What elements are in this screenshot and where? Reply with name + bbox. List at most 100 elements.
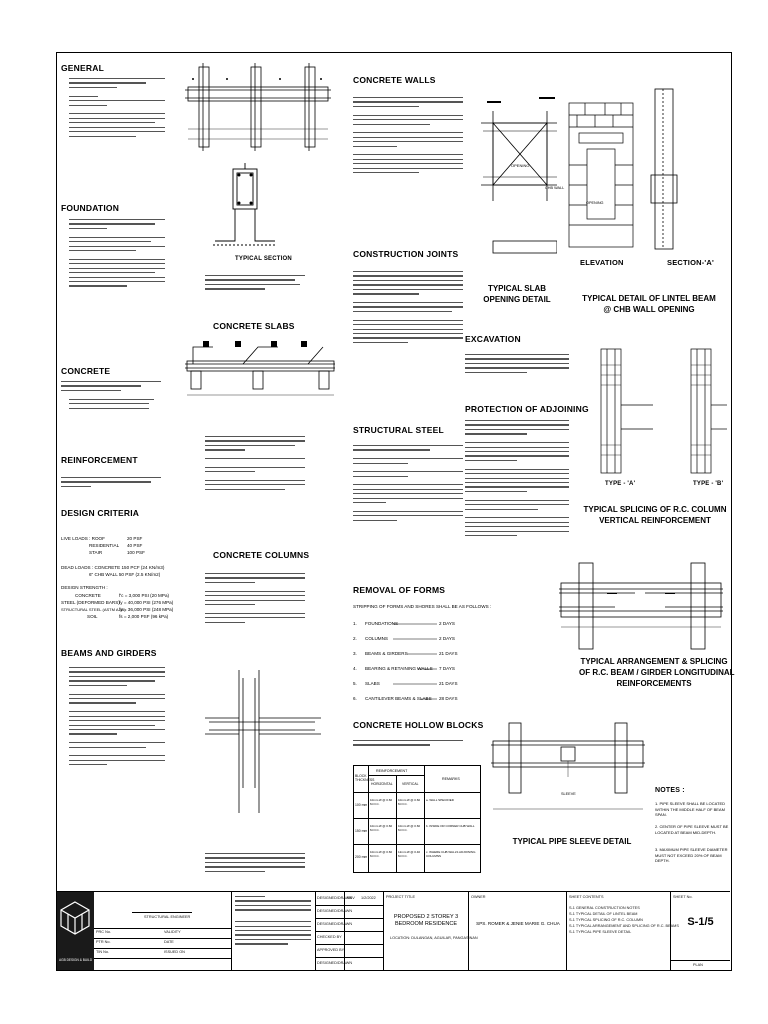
title-typical-section: TYPICAL SECTION	[235, 256, 292, 262]
engineer-cell: STRUCTURAL ENGINEER PRC No. PTR No. TIN …	[94, 892, 232, 970]
beams-notes-text	[69, 667, 165, 769]
lintel-section-drawing	[650, 88, 678, 250]
forms-leader-lines	[393, 623, 437, 700]
sheet-number-cell: SHEET No. S-1/5 PLAN	[671, 892, 730, 970]
project-location: LOCATION: DULANGAN, AGUILAR, PANGASINAN	[390, 936, 478, 940]
forms-days: 21 DAYS	[439, 651, 458, 656]
chb-row-t: 100 mm	[355, 803, 368, 807]
plan-label: PLAN	[693, 963, 703, 967]
forms-num: 3.	[353, 651, 357, 656]
title-column-splicing: TYPICAL SPLICING OF R.C. COLUMN VERTICAL…	[583, 505, 727, 525]
foundation-notes-text	[69, 219, 165, 290]
rev-label: REV	[347, 896, 355, 900]
owner-name: SPS. ROMER & JENIE MARIE G. CHUA	[476, 921, 560, 926]
sheet-contents-label: SHEET CONTENTS	[569, 895, 604, 899]
live-load-roof-label: LIVE LOADS : ROOF	[61, 536, 105, 541]
walls-notes-text	[353, 97, 463, 177]
forms-item: BEAMS & GIRDERS	[365, 651, 408, 656]
sheet-contents-item: S-1 TYPICAL DETAIL OF LINTEL BEAM	[569, 912, 638, 916]
chb-head-reinf: REINFORCEMENT	[376, 769, 408, 773]
strength-soil-label: SOIL	[87, 614, 98, 619]
chb-head-v: VERTICAL	[402, 782, 419, 786]
title-slab-opening: TYPICAL SLAB OPENING DETAIL	[483, 284, 551, 304]
column-splicing-drawing	[600, 348, 727, 474]
heading-concrete-slabs: CONCRETE SLABS	[213, 321, 295, 331]
title-elevation: ELEVATION	[580, 258, 624, 267]
heading-concrete: CONCRETE	[61, 366, 111, 376]
firm-name: AGB DESIGN & BUILD	[59, 958, 93, 962]
heading-structural-steel: STRUCTURAL STEEL	[353, 425, 444, 435]
project-title-label: PROJECT TITLE	[386, 895, 415, 899]
sheet-number: S-1/5	[687, 916, 714, 928]
heading-construction-joints: CONSTRUCTION JOINTS	[353, 249, 459, 259]
column-joint-detail	[205, 670, 321, 813]
chb-row-r: b. INSIDE OR CORNER CHB WALL	[426, 824, 475, 828]
firm-logo	[57, 892, 94, 970]
strength-concrete-value: f'c = 3,000 PSI (20 MPa)	[119, 593, 170, 598]
strength-structural-label: STRUCTURAL STEEL (ASTM A-36)	[61, 607, 126, 612]
design-row-6: DESIGNED/DRAWN	[317, 961, 353, 965]
label-opening: OPENING	[586, 201, 604, 205]
design-cell: DESIGNED/DRAWN DESIGNED/DRAWN DESIGNED/D…	[316, 892, 384, 970]
heading-foundation: FOUNDATION	[61, 203, 120, 213]
owner-cell: OWNER SPS. ROMER & JENIE MARIE G. CHUA	[469, 892, 567, 970]
chb-head-remarks: REMARKS	[442, 777, 460, 781]
chb-row-h: 10mm Ø @ 0.60 M.O.C.	[370, 798, 393, 806]
tin-label: TIN No.	[96, 950, 110, 954]
label-opening-slab: OPENING	[511, 163, 530, 168]
drawing-sheet: GENERAL FOUNDATION CONCRETE REINFORCEMEN…	[56, 52, 735, 971]
heading-beams-girders: BEAMS AND GIRDERS	[61, 648, 157, 658]
heading-removal-of-forms: REMOVAL OF FORMS	[353, 585, 446, 595]
date-label: DATE	[164, 940, 174, 944]
title-lintel-beam: TYPICAL DETAIL OF LINTEL BEAM @ CHB WALL…	[582, 294, 716, 314]
project-title: PROPOSED 2 STOREY 3 BEDROOM RESIDENCE	[393, 914, 459, 927]
design-row-1: DESIGNED/DRAWN	[317, 896, 353, 900]
heading-concrete-columns: CONCRETE COLUMNS	[213, 550, 310, 560]
forms-intro: STRIPPING OF FORMS AND SHORES SHALL BE A…	[353, 604, 492, 609]
slab-joint-notes-text	[205, 275, 305, 293]
forms-num: 5.	[353, 681, 357, 686]
slab-notes-text	[205, 436, 305, 493]
column-notes-text-2	[205, 853, 305, 875]
strength-soil-value: fs = 2,000 PSF (96 kPa)	[119, 614, 169, 619]
forms-days: 2 DAYS	[439, 621, 455, 626]
note-3: 3. MAXIMUM PIPE SLEEVE DIAMETER MUST NOT…	[655, 847, 728, 863]
typical-section-drawing	[213, 163, 277, 246]
chb-head-h: HORIZONTAL	[371, 782, 393, 786]
heading-concrete-hollow-blocks: CONCRETE HOLLOW BLOCKS	[353, 720, 484, 730]
forms-item: CANTILEVER BEAMS & SLABS	[365, 696, 432, 701]
strength-steel-label: STEEL (DEFORMED BARS)	[61, 600, 120, 605]
live-load-res-label: RESIDENTIAL	[89, 543, 120, 548]
chb-row-v: 12mm Ø @ 0.40 M.O.C.	[398, 850, 421, 858]
forms-num: 4.	[353, 666, 357, 671]
sheet-contents-item: S-1 TYPICAL SPLICING OF R.C. COLUMN	[569, 918, 643, 922]
sheet-contents-cell: SHEET CONTENTS S-1 GENERAL CONSTRUCTION …	[567, 892, 679, 970]
slab-opening-drawing	[481, 97, 557, 254]
live-load-res-value: 40 PSF	[127, 543, 143, 548]
forms-item: SLABS	[365, 681, 380, 686]
forms-days: 2 DAYS	[439, 636, 455, 641]
title-type-a: TYPE - 'A'	[605, 481, 636, 487]
chb-row-r: a. WALL SPECIFIED	[426, 798, 454, 802]
live-load-stair-value: 100 PSF	[127, 550, 145, 555]
forms-num: 1.	[353, 621, 357, 626]
owner-label: OWNER	[471, 895, 486, 899]
chb-table: BLOCK THICKNESS REINFORCEMENT HORIZONTAL…	[353, 765, 481, 873]
ptr-label: PTR No.	[96, 940, 111, 944]
forms-item: FOUNDATIONS	[365, 621, 399, 626]
forms-days: 7 DAYS	[439, 666, 455, 671]
concrete-notes-text	[61, 381, 161, 412]
label-sleeve: SLEEVE	[561, 792, 576, 796]
design-row-3: DESIGNED/DRAWN	[317, 922, 353, 926]
strength-steel-value: fy = 40,000 PSI (276 MPa)	[119, 600, 174, 605]
heading-excavation: EXCAVATION	[465, 334, 521, 344]
forms-item: BEARING & RETAINING WALLS	[365, 666, 433, 671]
design-row-5: APPROVED BY	[317, 948, 345, 952]
title-type-b: TYPE - 'B'	[693, 481, 724, 487]
beam-splicing-drawing	[559, 562, 723, 650]
disclaimer-text	[235, 896, 311, 948]
chb-load: 6" CHB WALL 50 PSF (2.5 KN/m2)	[89, 572, 161, 577]
chb-row-h: 10mm Ø @ 0.60 M.O.C.	[370, 850, 393, 858]
engineer-label: STRUCTURAL ENGINEER	[144, 915, 191, 919]
live-load-stair-label: STAIR	[89, 550, 103, 555]
